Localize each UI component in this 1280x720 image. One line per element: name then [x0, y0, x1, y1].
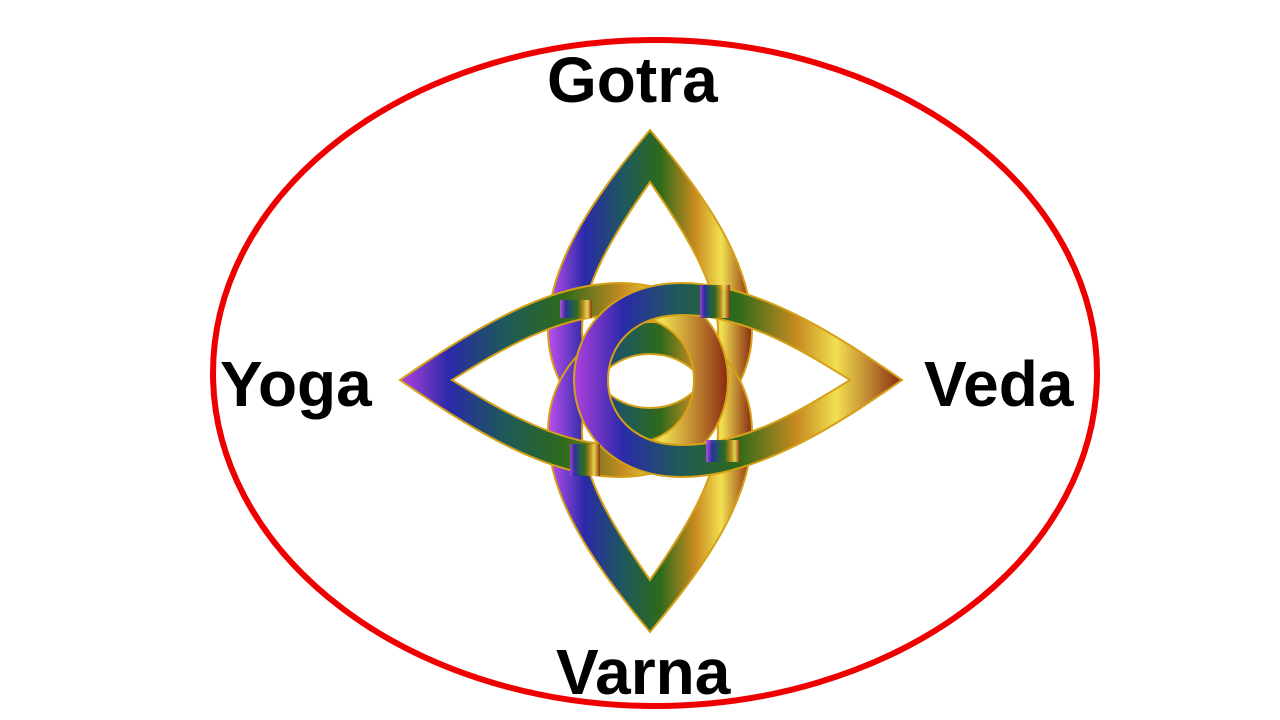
- knot-loop-left: [398, 281, 730, 479]
- celtic-knot-icon: [398, 128, 904, 634]
- label-yoga: Yoga: [220, 348, 372, 420]
- label-gotra: Gotra: [547, 44, 718, 116]
- knot-loop-bottom: [546, 320, 754, 634]
- knot-crossing-top-over: [560, 300, 592, 318]
- red-oval-ring: [210, 37, 1100, 709]
- knot-crossing-bottom-over: [706, 440, 740, 462]
- knot-crossing-right-over: [700, 285, 730, 318]
- label-varna: Varna: [556, 636, 731, 708]
- label-veda: Veda: [924, 348, 1074, 420]
- knot-loop-right: [572, 281, 904, 479]
- knot-crossing-left-over: [570, 444, 600, 476]
